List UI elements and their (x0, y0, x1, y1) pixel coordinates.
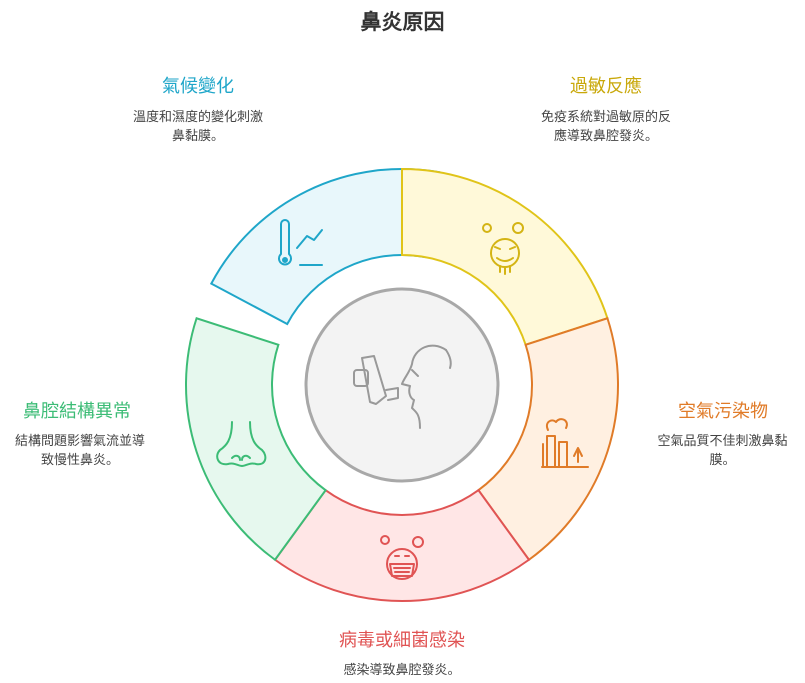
cause-desc-pollution: 空氣品質不佳刺激鼻黏 膜。 (640, 432, 805, 470)
cause-title-pollution: 空氣污染物 (678, 401, 768, 422)
cause-desc-line: 感染導致鼻腔發炎。 (343, 663, 461, 678)
cause-desc-line: 溫度和濕度的變化刺激 (132, 110, 263, 125)
nose-icon (216, 421, 267, 467)
cause-desc-line: 結構問題影響氣流並導 (14, 434, 145, 449)
ring-segment-infection (273, 488, 531, 602)
cause-title-infection: 病毒或細菌感染 (339, 630, 465, 651)
inhaler-face-icon (353, 344, 452, 429)
cause-title-allergy: 過敏反應 (570, 76, 642, 97)
sick-face-mask-icon (380, 535, 424, 580)
cause-title-structure: 鼻腔結構異常 (23, 401, 131, 422)
factory-icon (541, 418, 589, 468)
cause-desc-allergy: 免疫系統對過敏原的反 應導致鼻腔發炎。 (516, 108, 696, 146)
sneezing-face-icon (482, 222, 524, 275)
ring-segment-structure (185, 316, 327, 562)
cause-desc-line: 膜。 (709, 453, 736, 468)
page-title: 鼻炎原因 (360, 10, 445, 34)
cause-desc-line: 鼻黏膜。 (171, 129, 224, 144)
cause-desc-line: 空氣品質不佳刺激鼻黏 (657, 434, 788, 449)
cause-title-climate: 氣候變化 (162, 76, 234, 97)
cause-desc-infection: 感染導致鼻腔發炎。 (302, 661, 502, 680)
ring-segment-allergy (401, 167, 609, 347)
cause-desc-structure: 結構問題影響氣流並導 致慢性鼻炎。 (0, 432, 160, 470)
cause-desc-line: 免疫系統對過敏原的反 (540, 110, 671, 125)
cause-desc-line: 應導致鼻腔發炎。 (553, 129, 658, 144)
ring-segment-pollution (477, 316, 619, 562)
thermometer-icon (278, 219, 323, 266)
cause-desc-line: 致慢性鼻炎。 (40, 453, 119, 468)
cause-desc-climate: 溫度和濕度的變化刺激 鼻黏膜。 (108, 108, 288, 146)
